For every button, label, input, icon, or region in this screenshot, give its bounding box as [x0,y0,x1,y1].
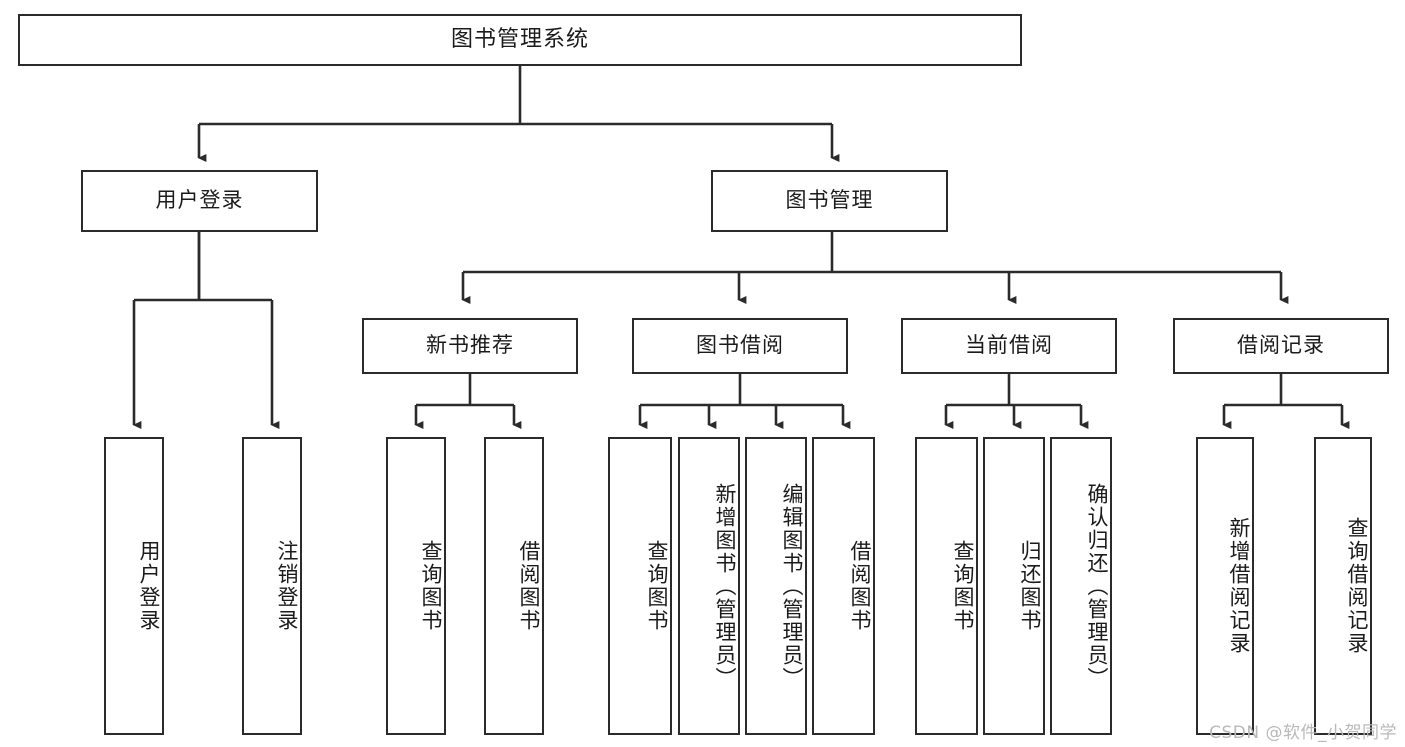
leaf-recommend-borrow-book[interactable]: 借阅图书 [484,437,544,735]
leaf-borrow-query-book[interactable]: 查询图书 [608,437,672,735]
node-current-borrow[interactable]: 当前借阅 [901,318,1117,374]
node-book-borrow[interactable]: 图书借阅 [632,318,848,374]
leaf-current-query-book[interactable]: 查询图书 [915,437,978,735]
leaf-label: 新增图书（管理员） [713,482,737,690]
leaf-label: 确认归还（管理员） [1085,482,1109,690]
leaf-label: 查询借阅记录 [1345,517,1369,655]
leaf-label: 查询图书 [419,540,443,632]
leaf-user-login-login[interactable]: 用户登录 [104,437,164,735]
leaf-label: 借阅图书 [848,540,872,632]
leaf-label: 编辑图书（管理员） [780,482,804,690]
node-borrow-record[interactable]: 借阅记录 [1173,318,1389,374]
node-root-system[interactable]: 图书管理系统 [18,14,1022,66]
leaf-record-add-record[interactable]: 新增借阅记录 [1196,437,1254,735]
leaf-recommend-query-book[interactable]: 查询图书 [386,437,446,735]
node-book-management[interactable]: 图书管理 [711,170,948,232]
leaf-label: 借阅图书 [517,540,541,632]
leaf-borrow-borrow-book[interactable]: 借阅图书 [812,437,875,735]
leaf-borrow-edit-book-admin[interactable]: 编辑图书（管理员） [745,437,807,735]
csdn-watermark: CSDN @软件_小贺同学 [1209,723,1397,743]
node-new-book-recommend[interactable]: 新书推荐 [362,318,578,374]
leaf-label: 用户登录 [137,540,161,632]
leaf-record-query-record[interactable]: 查询借阅记录 [1314,437,1372,735]
leaf-current-confirm-return-admin[interactable]: 确认归还（管理员） [1050,437,1112,735]
leaf-user-login-logout[interactable]: 注销登录 [242,437,302,735]
leaf-label: 新增借阅记录 [1227,517,1251,655]
node-user-login[interactable]: 用户登录 [81,170,318,232]
leaf-label: 注销登录 [275,540,299,632]
leaf-current-return-book[interactable]: 归还图书 [983,437,1045,735]
leaf-label: 归还图书 [1018,540,1042,632]
leaf-label: 查询图书 [951,540,975,632]
leaf-label: 查询图书 [645,540,669,632]
leaf-borrow-add-book-admin[interactable]: 新增图书（管理员） [678,437,740,735]
